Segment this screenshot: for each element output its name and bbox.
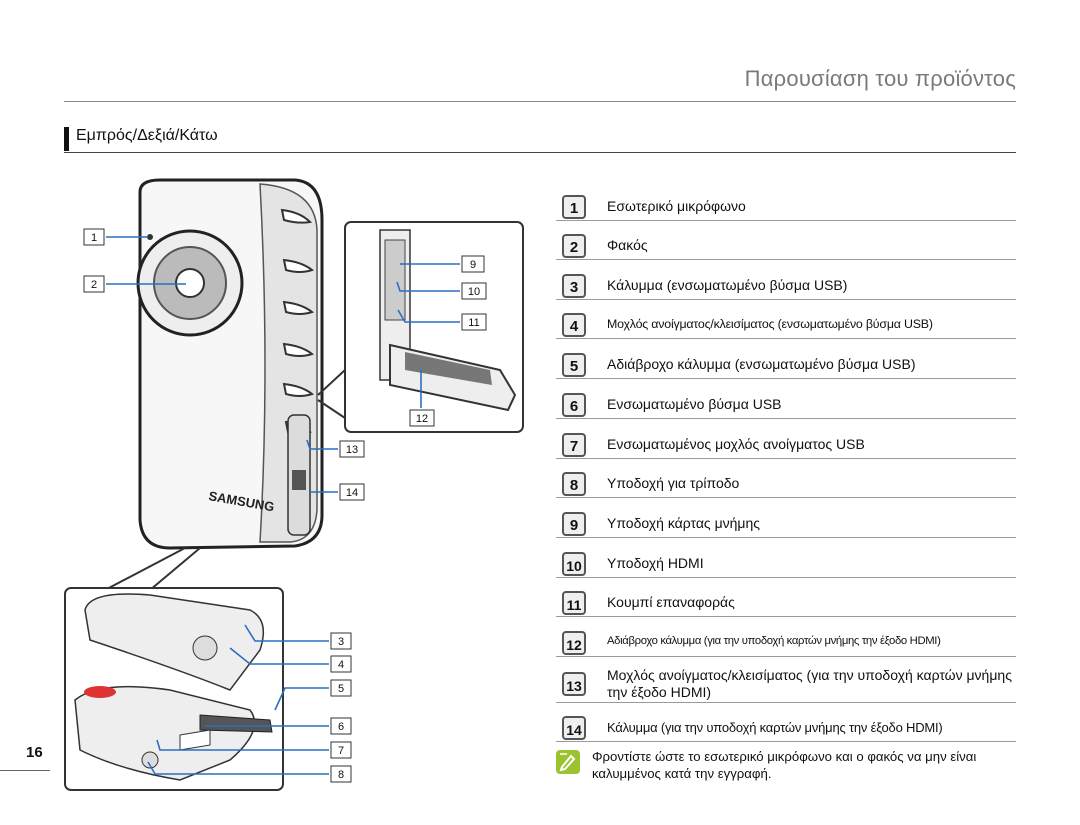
part-number: 8: [562, 472, 586, 496]
page-title: Παρουσίαση του προϊόντος: [744, 66, 1016, 91]
part-row-14: 14 Κάλυμμα (για την υποδοχή καρτών μνήμης…: [556, 707, 1016, 742]
part-label: Υποδοχή HDMI: [607, 555, 704, 571]
side-inset: [317, 221, 524, 433]
callout-6: 6: [330, 717, 352, 735]
callout-12: 12: [409, 409, 435, 427]
part-label: Υποδοχή κάρτας μνήμης: [607, 515, 761, 531]
part-row-13: 13 Μοχλός ανοίγματος/κλεισίματος (για την…: [556, 662, 1016, 703]
svg-text:14: 14: [346, 487, 358, 499]
part-number: 13: [562, 672, 586, 696]
svg-text:4: 4: [338, 659, 344, 671]
svg-text:12: 12: [416, 413, 428, 425]
part-row-12: 12 Αδιάβροχο κάλυμμα (για την υποδοχή καρ…: [556, 622, 1016, 657]
svg-text:3: 3: [338, 636, 344, 648]
camcorder-front-view: SAMSUNG: [136, 178, 324, 550]
part-row-4: 4 Μοχλός ανοίγματος/κλεισίματος (ενσωματω…: [556, 304, 1016, 339]
callout-2: 2: [83, 275, 105, 293]
svg-text:11: 11: [468, 317, 479, 329]
part-row-7: 7 Ενσωματωμένος μοχλός ανοίγματος USB: [556, 424, 1016, 459]
callout-8: 8: [330, 765, 352, 783]
note-text: Φροντίστε ώστε το εσωτερικό μικρόφωνο κα…: [592, 749, 977, 781]
part-number: 4: [562, 313, 586, 337]
part-row-11: 11 Κουμπί επαναφοράς: [556, 582, 1016, 617]
part-label: Εσωτερικό μικρόφωνο: [607, 198, 746, 214]
part-number: 14: [562, 716, 586, 740]
section-title: Εμπρός/Δεξιά/Κάτω: [76, 127, 218, 144]
callout-4: 4: [330, 655, 352, 673]
callout-11: 11: [461, 313, 487, 331]
svg-text:1: 1: [91, 232, 97, 244]
svg-text:2: 2: [91, 279, 97, 291]
part-row-1: 1 Εσωτερικό μικρόφωνο: [556, 186, 1016, 221]
callout-3: 3: [330, 632, 352, 650]
part-label: Μοχλός ανοίγματος/κλεισίματος (ενσωματωμ…: [607, 317, 933, 331]
part-number: 7: [562, 433, 586, 457]
section-divider: [64, 152, 1016, 153]
part-label: Ενσωματωμένο βύσμα USB: [607, 396, 782, 412]
part-row-2: 2 Φακός: [556, 225, 1016, 260]
part-row-6: 6 Ενσωματωμένο βύσμα USB: [556, 384, 1016, 419]
part-number: 6: [562, 393, 586, 417]
part-row-9: 9 Υποδοχή κάρτας μνήμης: [556, 503, 1016, 538]
part-row-8: 8 Υποδοχή για τρίποδο: [556, 463, 1016, 498]
part-number: 5: [562, 353, 586, 377]
callout-7: 7: [330, 741, 352, 759]
callout-9: 9: [461, 255, 485, 273]
part-label: Φακός: [607, 237, 648, 253]
callout-14: 14: [339, 483, 365, 501]
svg-text:6: 6: [338, 721, 344, 733]
part-label: Κουμπί επαναφοράς: [607, 594, 735, 610]
section-marker: [64, 127, 69, 151]
part-number: 2: [562, 234, 586, 258]
svg-text:10: 10: [468, 286, 480, 298]
svg-text:5: 5: [338, 683, 344, 695]
part-number: 3: [562, 274, 586, 298]
callout-5: 5: [330, 679, 352, 697]
note-box: Φροντίστε ώστε το εσωτερικό μικρόφωνο κα…: [556, 748, 1016, 788]
part-label: Κάλυμμα (για την υποδοχή καρτών μνήμης τ…: [607, 720, 943, 735]
part-label: Υποδοχή για τρίποδο: [607, 475, 740, 491]
part-row-3: 3 Κάλυμμα (ενσωματωμένο βύσμα USB): [556, 265, 1016, 300]
part-number: 1: [562, 195, 586, 219]
part-row-10: 10 Υποδοχή HDMI: [556, 543, 1016, 578]
page-number: 16: [26, 744, 43, 761]
callout-13: 13: [339, 440, 365, 458]
part-number: 12: [562, 631, 586, 655]
svg-text:8: 8: [338, 769, 344, 781]
bottom-inset: [64, 547, 284, 791]
title-divider: [64, 101, 1016, 102]
page-number-divider: [0, 770, 50, 771]
callout-1: 1: [83, 228, 105, 246]
svg-text:13: 13: [346, 444, 358, 456]
note-pencil-icon: [556, 750, 580, 774]
part-number: 11: [562, 591, 586, 615]
part-row-5: 5 Αδιάβροχο κάλυμμα (ενσωματωμένο βύσμα U…: [556, 344, 1016, 379]
part-label: Ενσωματωμένος μοχλός ανοίγματος USB: [607, 436, 865, 452]
part-number: 10: [562, 552, 586, 576]
part-number: 9: [562, 512, 586, 536]
svg-text:7: 7: [338, 745, 344, 757]
part-label: Αδιάβροχο κάλυμμα (ενσωματωμένο βύσμα US…: [607, 356, 916, 372]
camcorder-figure: SAMSUNG: [64, 178, 524, 791]
callout-10: 10: [461, 282, 487, 300]
part-label: Μοχλός ανοίγματος/κλεισίματος (για την υ…: [607, 667, 1012, 700]
part-label: Κάλυμμα (ενσωματωμένο βύσμα USB): [607, 277, 848, 293]
svg-text:9: 9: [470, 259, 476, 271]
part-label: Αδιάβροχο κάλυμμα (για την υποδοχή καρτώ…: [607, 635, 941, 647]
